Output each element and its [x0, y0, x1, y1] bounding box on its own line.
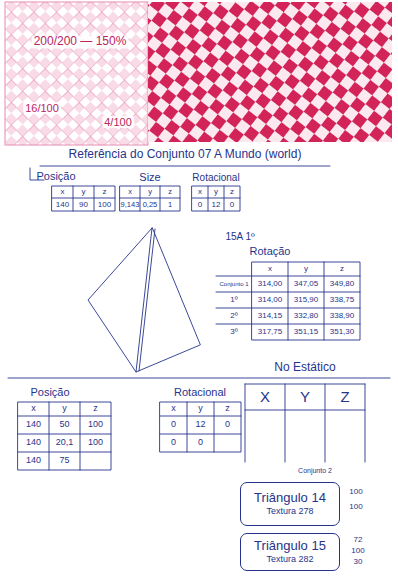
- table-cell: z: [230, 188, 234, 197]
- table-heading: Rotação: [250, 245, 291, 257]
- box-body: Textura 278: [266, 506, 313, 516]
- table-cell: 140: [26, 438, 41, 448]
- table-cell: 347,05: [294, 280, 318, 289]
- table-cell: 349,80: [330, 280, 354, 289]
- table-cell: 351,30: [330, 328, 354, 337]
- table-cell: 12: [195, 420, 205, 430]
- table-cell: x: [198, 188, 202, 197]
- note-box: Triângulo 14Textura 278: [240, 482, 340, 526]
- table-heading: No Estático: [274, 361, 335, 374]
- table-heading: Rotacional: [174, 386, 226, 398]
- row-label: Conjunto 1: [219, 281, 248, 288]
- table-cell: 140: [26, 420, 41, 430]
- table-cell: 314,15: [258, 312, 282, 321]
- table-cell: z: [93, 404, 98, 414]
- table-cell: 0: [198, 200, 202, 209]
- texture-note: 200/200 — 150%: [32, 35, 129, 48]
- table-heading: Posição: [30, 386, 69, 398]
- table-cell: 12: [212, 200, 221, 209]
- table-cell: 332,80: [294, 312, 318, 321]
- table-cell: 338,75: [330, 296, 354, 305]
- table-cell: z: [225, 404, 230, 414]
- row-label: 1º: [230, 296, 237, 305]
- pyramid-sketch: [88, 228, 200, 372]
- side-number: 100: [349, 488, 362, 497]
- table-cell: x: [61, 188, 65, 197]
- group-label: Conjunto 2: [298, 467, 332, 475]
- table-cell: y: [214, 188, 218, 197]
- side-number: 72: [354, 536, 363, 545]
- table-cell: 9,143: [121, 200, 140, 208]
- table-cell: 100: [88, 420, 103, 430]
- box-heading: Triângulo 15: [254, 539, 326, 554]
- table-cell: 0: [198, 438, 203, 448]
- position-table-grid: [18, 402, 111, 470]
- texture-note: 4/100: [102, 116, 134, 128]
- size-table-grid: [120, 186, 180, 211]
- table-cell: 100: [88, 438, 103, 448]
- rotation-table-grid: [160, 402, 241, 452]
- table-cell: 351,15: [294, 328, 318, 337]
- table-cell: 20,1: [56, 438, 74, 448]
- table-cell: z: [340, 265, 344, 274]
- side-number: 30: [354, 558, 363, 567]
- note-label: 15A 1º: [225, 231, 254, 242]
- table-cell: x: [268, 265, 272, 274]
- table-cell: 0,25: [143, 200, 158, 208]
- table-cell: 338,90: [330, 312, 354, 321]
- table-cell: z: [168, 188, 172, 196]
- table-cell: 50: [59, 420, 69, 430]
- red-checker-texture: [148, 2, 392, 142]
- table-cell: 0: [171, 438, 176, 448]
- position-table-grid: [52, 186, 115, 211]
- table-heading: Size: [139, 171, 160, 183]
- note-box: Triângulo 15Textura 282: [240, 533, 340, 571]
- table-cell: 315,90: [294, 296, 318, 305]
- table-cell: 314,00: [258, 280, 282, 289]
- box-heading: Triângulo 14: [254, 491, 326, 506]
- table-cell: y: [148, 188, 152, 196]
- table-cell: 75: [59, 456, 69, 466]
- separator-line: [8, 378, 390, 379]
- side-number: 100: [351, 547, 364, 556]
- table-cell: 0: [171, 420, 176, 430]
- rotation-table-grid: [192, 186, 240, 211]
- table-cell: y: [198, 404, 203, 414]
- table-cell: 90: [79, 200, 88, 209]
- table-heading: Posição: [36, 170, 75, 182]
- table-cell: 314,00: [258, 296, 282, 305]
- table-cell: x: [171, 404, 176, 414]
- table-cell: 1: [168, 200, 172, 208]
- table-cell: 317,75: [258, 328, 282, 337]
- table-cell: y: [62, 404, 67, 414]
- table-cell: X: [260, 389, 270, 406]
- table-cell: 140: [56, 200, 69, 209]
- table-cell: 100: [98, 200, 111, 209]
- table-cell: 0: [225, 420, 230, 430]
- row-label: 2º: [230, 312, 237, 321]
- table-cell: 140: [26, 456, 41, 466]
- table-cell: y: [304, 265, 308, 274]
- texture-note: 16/100: [23, 102, 61, 114]
- title-underline: [40, 166, 330, 167]
- box-body: Textura 282: [266, 554, 313, 564]
- rotation-steps-grid: [216, 262, 360, 340]
- table-cell: z: [103, 188, 107, 197]
- pink-texture: [5, 2, 148, 145]
- table-cell: Z: [340, 389, 349, 406]
- table-cell: Y: [300, 389, 310, 406]
- static-table-grid: [245, 384, 365, 462]
- side-number: 100: [349, 503, 362, 512]
- table-cell: y: [82, 188, 86, 197]
- table-cell: x: [128, 188, 132, 196]
- page-title: Referência do Conjunto 07 A Mundo (world…: [69, 148, 302, 161]
- row-label: 3º: [230, 328, 237, 337]
- table-heading: Rotacional: [192, 172, 239, 183]
- table-cell: 0: [230, 200, 234, 209]
- table-cell: x: [31, 404, 36, 414]
